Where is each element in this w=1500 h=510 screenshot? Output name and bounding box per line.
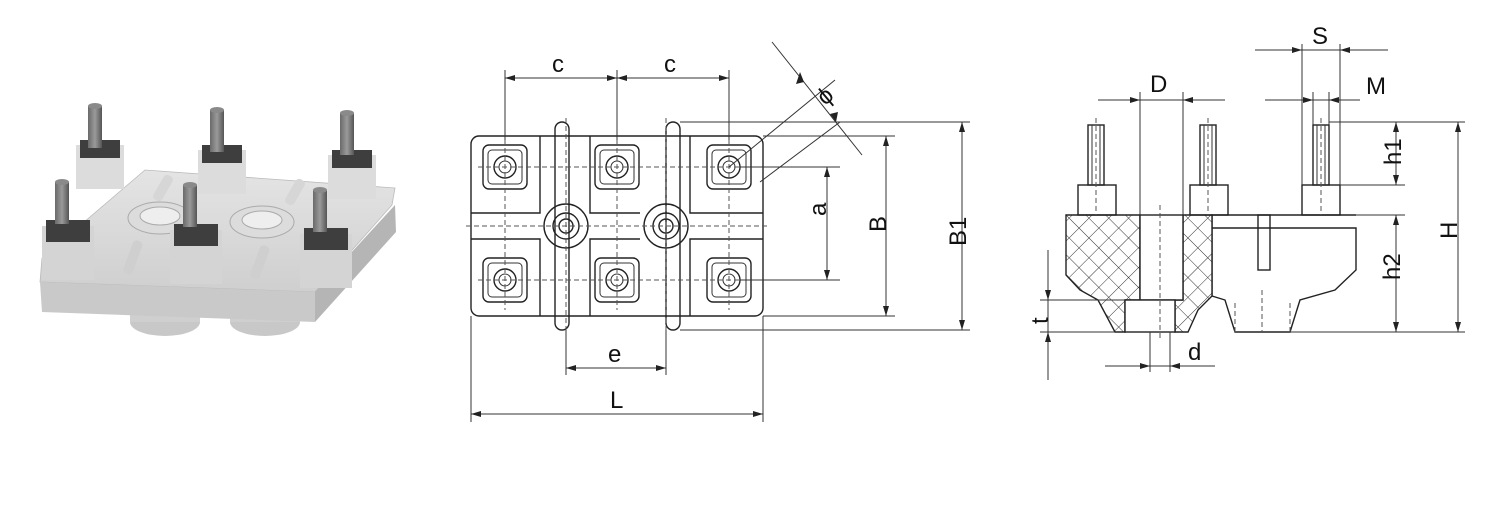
dim-label-H: H — [1436, 222, 1463, 239]
center-hole-left — [139, 206, 181, 226]
side-stud-right — [1301, 118, 1341, 216]
dim-label-a: a — [805, 202, 832, 216]
dim-B1-lines — [680, 121, 970, 331]
dim-c-arrows — [505, 75, 729, 81]
rib — [123, 240, 143, 275]
dim-label-h2: h2 — [1379, 253, 1406, 280]
side-body-right — [1211, 227, 1357, 333]
rib — [153, 174, 173, 202]
dim-label-phi: ϕ — [812, 82, 840, 111]
section-bottom-bore — [1124, 299, 1176, 333]
dim-h1-lines — [1329, 121, 1405, 186]
dim-label-D: D — [1150, 71, 1167, 98]
stud-rear-right — [328, 110, 376, 199]
dim-L-lines — [470, 316, 764, 422]
side-body-right-ledge — [1211, 214, 1356, 228]
stud-front-right — [300, 187, 352, 288]
rib — [285, 178, 305, 206]
cross-rib-outline — [471, 136, 763, 316]
side-hidden-lines — [1234, 290, 1291, 332]
dim-phi-arrows — [796, 72, 838, 122]
dim-t-lines — [1040, 250, 1125, 380]
dim-label-L: L — [610, 387, 623, 414]
dim-h2-lines — [1356, 214, 1405, 332]
centerlines — [466, 118, 770, 334]
stud-rear-left — [76, 103, 124, 189]
side-rib — [1257, 214, 1271, 271]
stud-front-left — [42, 179, 94, 280]
dim-d-lines — [1105, 332, 1215, 372]
dim-e-lines — [565, 330, 667, 375]
dim-B-lines — [763, 135, 895, 317]
side-view: D S M h1 H h2 t d — [1027, 23, 1465, 380]
dim-label-t: t — [1027, 317, 1054, 324]
dim-label-h1: h1 — [1380, 138, 1407, 165]
dim-D-lines — [1098, 92, 1225, 215]
base-plate-side — [315, 205, 396, 322]
dim-a-lines — [740, 166, 840, 281]
dim-d-arrows — [1140, 363, 1180, 369]
dim-label-d: d — [1188, 339, 1201, 366]
center-hole-right — [241, 210, 283, 230]
side-stud-left — [1077, 118, 1117, 216]
dim-e-arrows — [566, 365, 666, 371]
stud-rear-middle — [198, 107, 246, 194]
stud-front-middle — [170, 182, 222, 284]
dim-label-c-left: c — [552, 51, 564, 78]
rib — [250, 245, 270, 280]
dim-M-lines — [1265, 92, 1360, 125]
dim-label-B1: B1 — [945, 217, 972, 246]
isometric-rendering — [39, 103, 396, 336]
side-stud-middle — [1189, 118, 1229, 216]
dim-c-lines — [504, 70, 730, 140]
dim-label-e: e — [608, 341, 621, 368]
dim-label-S: S — [1312, 23, 1328, 50]
dim-label-c-right: c — [664, 51, 676, 78]
section-bore — [1139, 214, 1184, 301]
top-view: c c ϕ a B B1 e L — [466, 41, 972, 422]
dim-M-arrows — [1303, 97, 1339, 103]
dim-S-lines — [1255, 44, 1388, 185]
base-plate-front — [40, 282, 315, 322]
dim-label-M: M — [1366, 73, 1386, 100]
dim-H-lines — [1290, 121, 1465, 333]
dim-phi-lines — [728, 41, 863, 183]
dim-label-B: B — [865, 216, 892, 232]
